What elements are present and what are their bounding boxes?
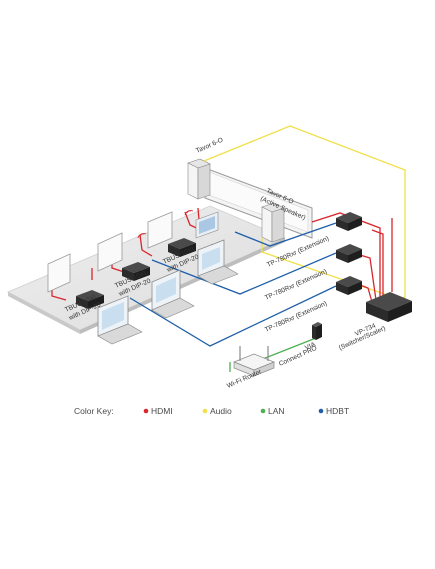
color-key-dot-hdbt [318,408,324,414]
table-edge [8,292,80,334]
color-key-label-lan: LAN [268,406,285,416]
tp-receiver-1 [336,212,362,231]
label-tp-rx-2: TP-780Rxr (Extension) [264,268,328,302]
color-key-title: Color Key: [74,406,114,416]
speaker-left [187,158,211,200]
table-monitor-1 [47,253,71,293]
color-key: Color Key: HDMI Audio LAN HDBT [74,406,349,416]
label-via: VIA [304,341,317,352]
vp-734-switcher [366,292,412,322]
tablet-device [195,211,219,239]
table-monitor-3 [147,211,173,249]
laptop-3 [197,239,239,285]
label-tavor-top: Tavor 6-O [195,137,224,155]
color-key-label-hdbt: HDBT [326,406,349,416]
speaker-right [261,202,285,243]
tbus-box-1 [76,290,104,309]
color-key-label-audio: Audio [210,406,232,416]
color-key-label-hdmi: HDMI [151,406,173,416]
laptop-1 [97,295,143,345]
wifi-router [233,346,275,377]
wifi-icon [137,210,194,239]
label-via-sub: Connect PRO [278,345,318,368]
tp-receiver-2 [336,244,362,263]
tbus-box-2 [122,262,150,281]
color-key-dot-hdmi [143,408,149,414]
tp-receiver-3 [336,276,362,295]
color-key-dot-lan [260,408,266,414]
color-key-dot-audio [202,408,208,414]
laptop-2 [151,269,195,319]
table-edge-right [80,238,285,334]
via-connect-pro [312,322,322,340]
table-monitor-2 [97,232,123,272]
tbus-box-3 [168,238,196,257]
